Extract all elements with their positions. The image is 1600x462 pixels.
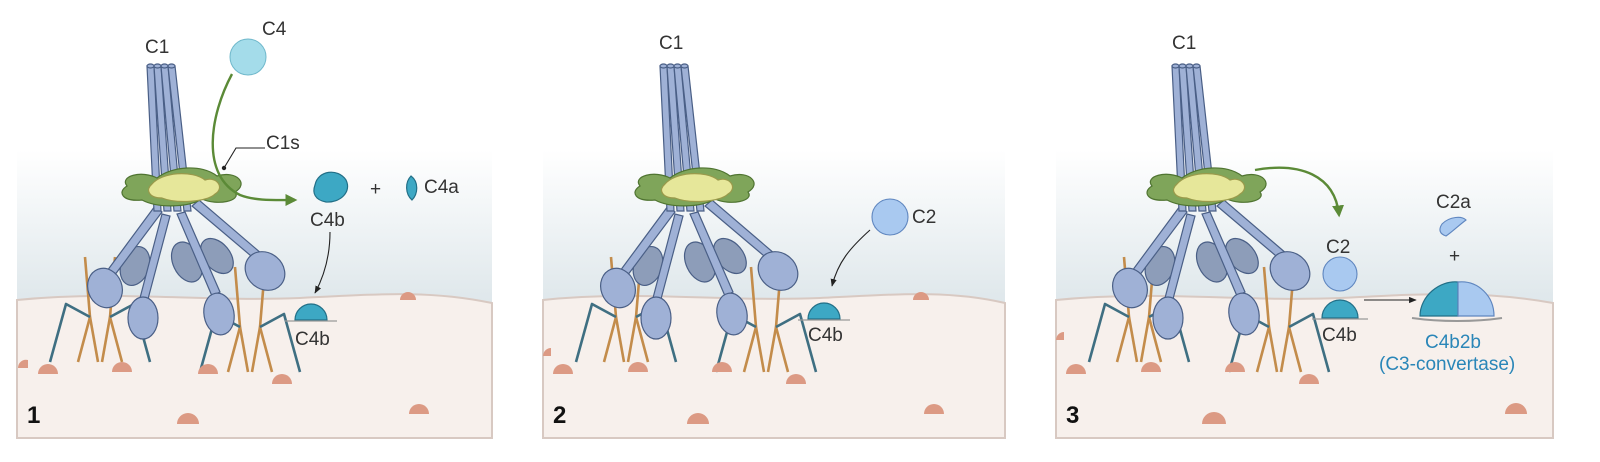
c1s-pointer	[223, 147, 265, 169]
panel-number: 3	[1066, 402, 1079, 429]
c4a-fragment	[406, 175, 418, 201]
binding-arrow	[830, 229, 871, 287]
binding-arrow	[314, 231, 331, 294]
c2b-half	[1457, 281, 1495, 317]
c4b-bound	[807, 302, 841, 320]
panel-1: C1 C4 C1s C4b + C4a C4b 1	[16, 19, 493, 439]
c2a-fragment	[1439, 216, 1467, 237]
panel-number: 1	[27, 402, 40, 429]
membrane-bump	[628, 362, 648, 372]
membrane-bump	[786, 374, 806, 384]
cleavage-arrow	[1254, 166, 1345, 218]
membrane-bump	[400, 292, 416, 300]
membrane-bump	[38, 364, 58, 374]
membrane-bump	[1225, 362, 1245, 372]
pointer-dot	[221, 165, 227, 171]
membrane-bump	[1141, 362, 1161, 372]
c2-label: C2	[1326, 237, 1350, 258]
plus-sign: +	[370, 179, 381, 200]
c4-protein	[229, 38, 267, 76]
membrane-bump	[112, 362, 132, 372]
c4b-label: C4b	[808, 325, 843, 346]
c1-label: C1	[659, 33, 683, 54]
c4b-label: C4b	[310, 210, 345, 231]
membrane-bump	[687, 413, 709, 424]
plus-sign: +	[1449, 246, 1460, 267]
c4a-label: C4a	[424, 177, 459, 198]
c2-protein	[1322, 256, 1358, 292]
c4-label: C4	[262, 19, 287, 40]
c4b-bound	[1321, 299, 1359, 319]
membrane-bump	[1066, 364, 1086, 374]
membrane-bump	[409, 404, 429, 414]
c2-label: C2	[912, 207, 936, 228]
c2a-label: C2a	[1436, 192, 1471, 213]
convertase-anchor	[1411, 317, 1503, 322]
membrane-bump	[1299, 374, 1319, 384]
c4b-bound-label: C4b	[295, 329, 330, 350]
membrane-bump	[924, 404, 944, 414]
c4b-label: C4b	[1322, 325, 1357, 346]
c1-label: C1	[1172, 33, 1196, 54]
membrane-bump	[1056, 332, 1064, 340]
membrane-bump	[198, 364, 218, 374]
membrane-bump	[1202, 412, 1226, 424]
c1s-label: C1s	[266, 133, 300, 154]
membrane-bump	[543, 348, 551, 356]
panel-number: 2	[553, 402, 566, 429]
membrane-bump	[17, 359, 28, 368]
membrane-bump	[272, 374, 292, 384]
membrane-bump	[553, 364, 573, 374]
c4b-fragment	[313, 171, 349, 203]
c2-protein	[871, 198, 909, 236]
membrane-bump	[712, 362, 732, 372]
cleavage-arrow	[211, 73, 298, 207]
membrane-bump	[177, 413, 199, 424]
c1-label: C1	[145, 37, 169, 58]
membrane-bump	[1505, 403, 1527, 414]
membrane-bump	[913, 292, 929, 300]
product-label: C4b2b	[1425, 332, 1481, 353]
c4b-bound	[294, 303, 328, 321]
panel-3: C1 C2 C4b C2a + C4b2b (C3-convertase) 3	[1055, 33, 1554, 439]
panel-2: C1 C2 C4b 2	[542, 33, 1006, 439]
product-note: (C3-convertase)	[1379, 354, 1515, 375]
